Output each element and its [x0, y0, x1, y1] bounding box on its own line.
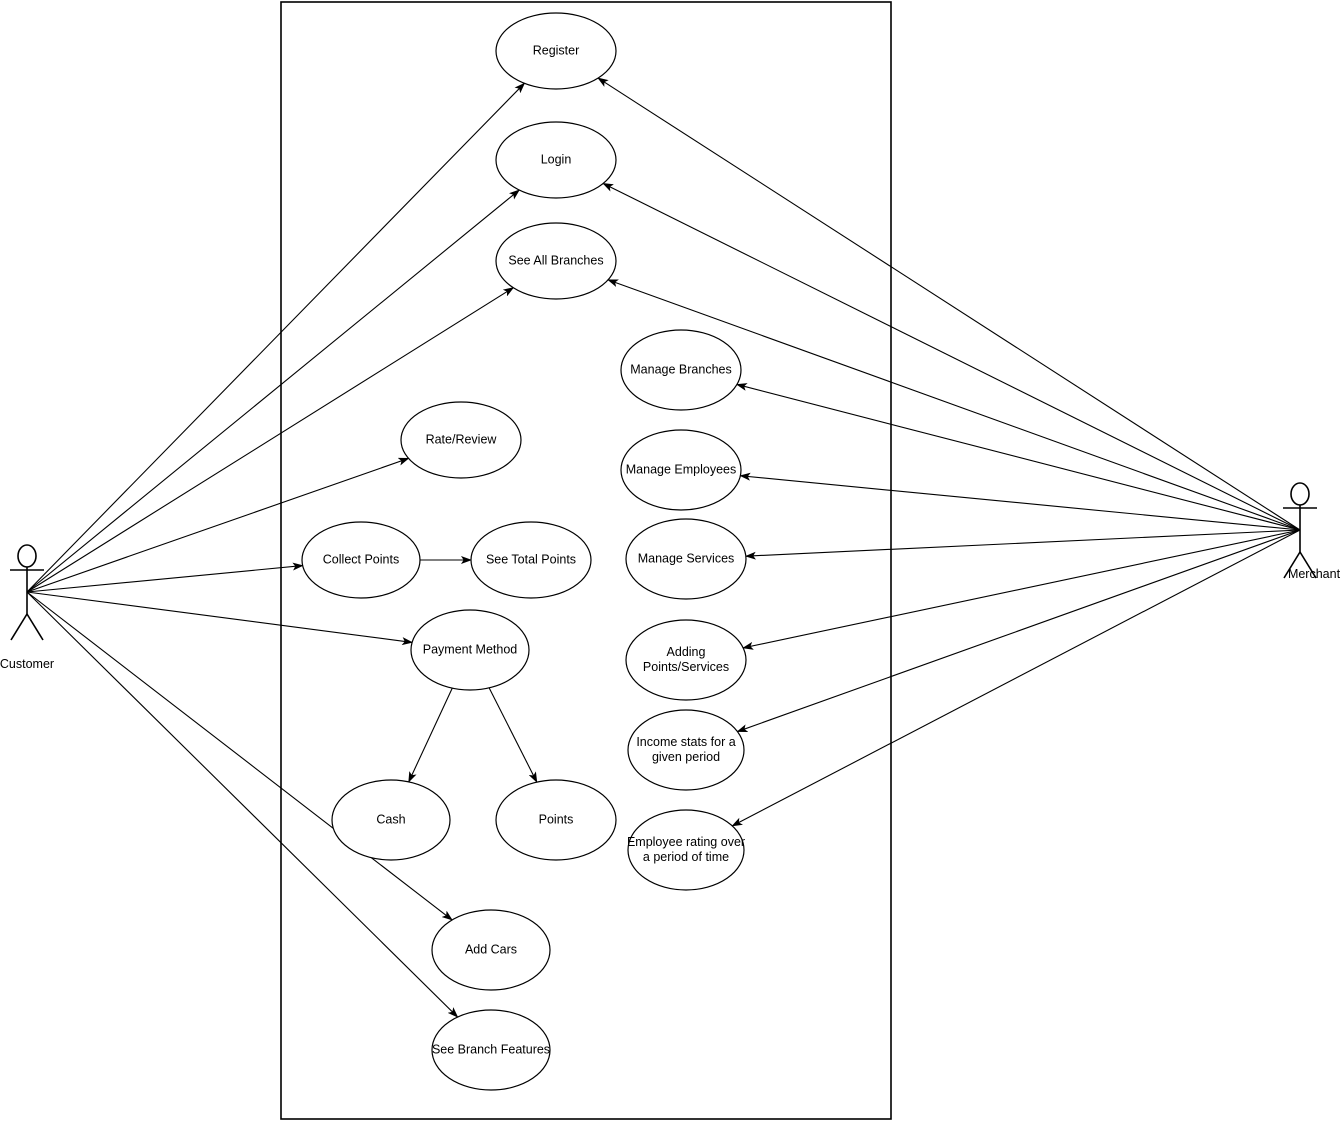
association-customer-payment-method[interactable] — [26, 591, 414, 646]
system-boundary-rect — [280, 1, 892, 1120]
system-boundary — [280, 1, 892, 1120]
use-case-manage-employees[interactable]: Manage Employees — [620, 429, 742, 511]
association-merchant-login[interactable] — [602, 182, 1301, 531]
use-case-manage-branches[interactable]: Manage Branches — [620, 329, 742, 411]
use-case-see-all-branches[interactable]: See All Branches — [495, 222, 617, 300]
association-merchant-register[interactable] — [597, 77, 1301, 531]
use-case-label: See All Branches — [508, 253, 603, 267]
use-case-label: Collect Points — [323, 552, 399, 566]
use-case-label: Add Cars — [465, 942, 517, 956]
use-case-ellipse — [431, 1009, 551, 1091]
use-case-ellipse — [625, 518, 747, 600]
use-case-collect-points[interactable]: Collect Points — [301, 521, 421, 599]
use-case-label: See Branch Features — [432, 1042, 550, 1056]
use-case-ellipse — [470, 521, 592, 599]
association-payment-method-points[interactable] — [488, 687, 538, 783]
use-case-see-total-points[interactable]: See Total Points — [470, 521, 592, 599]
use-case-label: Employee rating over — [627, 835, 745, 849]
use-case-points[interactable]: Points — [495, 779, 617, 861]
use-case-ellipse — [495, 121, 617, 199]
use-case-ellipse — [627, 709, 745, 791]
use-case-register[interactable]: Register — [495, 12, 617, 90]
use-case-ellipse — [620, 429, 742, 511]
use-case-ellipse — [495, 779, 617, 861]
use-case-cash[interactable]: Cash — [331, 779, 451, 861]
use-case-label: Points — [539, 812, 574, 826]
association-merchant-manage-branches[interactable] — [735, 383, 1301, 531]
association-customer-add-cars[interactable] — [26, 591, 453, 921]
actor-leg-right — [26, 613, 44, 641]
association-customer-collect-points[interactable] — [26, 562, 304, 593]
use-case-ellipse — [301, 521, 421, 599]
use-case-label: Login — [541, 152, 572, 166]
association-customer-rate-review[interactable] — [26, 457, 410, 593]
actor-leg-left — [10, 613, 28, 641]
association-merchant-manage-employees[interactable] — [739, 472, 1301, 531]
use-case-login[interactable]: Login — [495, 121, 617, 199]
actor-layer: Customer Merchant — [0, 482, 1341, 671]
use-case-ellipse — [400, 401, 522, 479]
use-case-label: Rate/Review — [426, 432, 498, 446]
association-customer-see-all-branches[interactable] — [26, 287, 515, 593]
actor-leg-right — [1299, 551, 1317, 579]
use-case-label: Points/Services — [643, 660, 729, 674]
use-case-ellipse — [627, 809, 745, 891]
use-case-label: Manage Branches — [630, 362, 731, 376]
use-case-payment-method[interactable]: Payment Method — [410, 609, 530, 691]
use-case-ellipse — [431, 909, 551, 991]
use-case-label: Income stats for a — [636, 735, 735, 749]
use-case-label: Cash — [376, 812, 405, 826]
association-merchant-adding-points-services[interactable] — [742, 529, 1301, 650]
use-case-label: Payment Method — [423, 642, 518, 656]
use-case-label: given period — [652, 750, 720, 764]
use-case-ellipse — [625, 619, 747, 701]
association-layer — [26, 77, 1301, 1018]
use-case-ellipse — [331, 779, 451, 861]
association-merchant-employee-rating[interactable] — [731, 529, 1301, 827]
use-case-label: Adding — [667, 645, 706, 659]
use-case-rate-review[interactable]: Rate/Review — [400, 401, 522, 479]
actor-leg-left — [1283, 551, 1301, 579]
use-case-ellipse — [495, 12, 617, 90]
actor-label: Customer — [0, 657, 54, 671]
association-merchant-see-all-branches[interactable] — [607, 279, 1301, 531]
association-payment-method-cash[interactable] — [408, 687, 453, 783]
association-customer-see-branch-features[interactable] — [26, 591, 459, 1018]
actor-head — [1290, 482, 1310, 506]
actor-merchant[interactable]: Merchant — [1283, 482, 1341, 581]
use-case-label: See Total Points — [486, 552, 576, 566]
association-customer-register[interactable] — [26, 82, 526, 593]
use-case-add-cars[interactable]: Add Cars — [431, 909, 551, 991]
use-case-ellipse — [620, 329, 742, 411]
actor-label: Merchant — [1288, 567, 1341, 581]
actor-head — [17, 544, 37, 568]
use-case-manage-services[interactable]: Manage Services — [625, 518, 747, 600]
association-merchant-manage-services[interactable] — [744, 529, 1301, 560]
use-case-see-branch-features[interactable]: See Branch Features — [431, 1009, 551, 1091]
actor-customer[interactable]: Customer — [0, 544, 54, 671]
use-case-label: Manage Employees — [626, 462, 736, 476]
use-case-label: Register — [533, 43, 580, 57]
association-merchant-income-stats[interactable] — [736, 529, 1301, 733]
use-case-label: a period of time — [643, 850, 729, 864]
use-case-ellipse — [495, 222, 617, 300]
use-case-ellipse — [410, 609, 530, 691]
association-customer-login[interactable] — [26, 189, 521, 593]
use-case-label: Manage Services — [638, 551, 735, 565]
